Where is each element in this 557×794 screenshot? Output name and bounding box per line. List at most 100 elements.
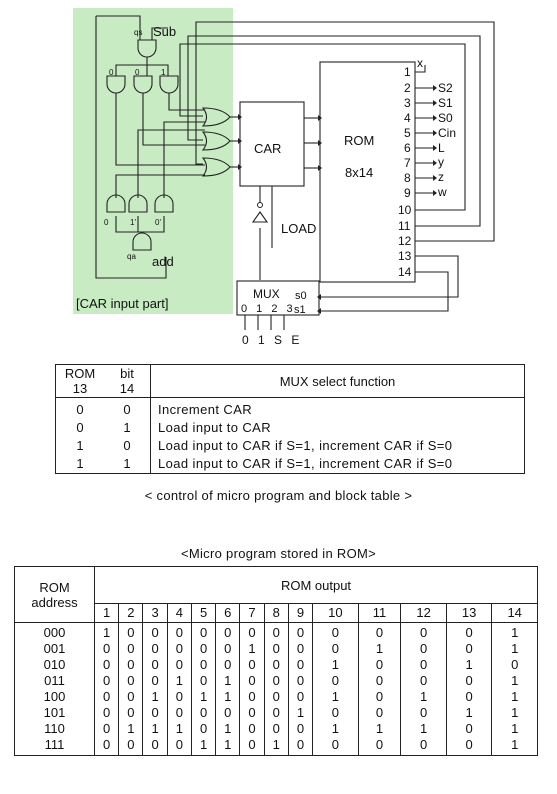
rom-bit-cell: 0 [118,657,144,673]
rom-bit-cell: 1 [357,641,402,657]
rom-out-s2: S2 [438,81,453,95]
rom-bit-cell: 0 [190,641,217,657]
rom-bit-cell: 0 [239,705,265,721]
rom-bit-cell: 0 [142,622,168,641]
rom-bit-cell: 1 [312,721,359,737]
rom-bit-cell: 1 [93,622,120,641]
rom-bit-cell: 1 [118,721,144,737]
rom-bit-header: 7 [239,603,265,623]
rom-bit-cell: 1 [287,705,314,721]
rom-bit-cell: 1 [400,689,447,705]
car-input-region [73,8,233,314]
rom-bit-cell: 0 [263,657,289,673]
or-gate-2 [201,131,231,151]
top-and-gate-1 [106,75,126,94]
rom-bit-cell: 0 [287,657,314,673]
car-rom-block-diagram [73,8,495,330]
rom-bit-cell: 0 [357,673,402,689]
rom-bit-cell: 1 [445,657,493,673]
rom-bit-cell: 0 [400,641,447,657]
rom-bit-cell: 0 [445,689,493,705]
rom-bit-cell: 0 [239,737,265,756]
rom-bit-cell: 0 [118,689,144,705]
rom-bit-cell: 0 [357,705,402,721]
rom-bit-cell: 1 [491,673,538,689]
rom-size-label: 8x14 [345,165,374,180]
rom-bit-cell: 0 [118,705,144,721]
rom-bit-cell: 0 [190,721,217,737]
rom-port-1: 1 [404,65,411,79]
rom-bit-cell: 0 [142,737,168,756]
rom-bit-cell: 0 [239,689,265,705]
rom-bit-cell: 1 [142,689,168,705]
rom-out-s1: S1 [438,96,453,110]
or-gate-1 [201,107,231,127]
rom-bit-cell: 0 [118,641,144,657]
rom-bit-cell: 1 [215,673,241,689]
rom-bit-cell: 0 [287,641,314,657]
rom-port-14: 14 [398,265,412,279]
rom-bit-cell: 0 [400,673,447,689]
mux-table-caption: < control of micro program and block tab… [144,488,413,503]
mux-input-numbers: 0 1 2 3 [241,303,296,315]
rom-address-cell: 000 [14,622,95,641]
rom-address-cell: 011 [14,673,95,689]
rom-bit-cell: 1 [491,721,538,737]
rom-bit-cell: 1 [357,721,402,737]
rom-bit-header: 5 [190,603,217,623]
rom-bit-cell: 0 [239,622,265,641]
mux-label: MUX [253,287,280,301]
rom-bit-cell: 0 [287,689,314,705]
rom-bit-cell: 1 [215,689,241,705]
rom-port-8: 8 [404,171,411,185]
rom-bit-cell: 1 [263,737,289,756]
bottom-gate-input-2: 1' [130,218,136,227]
rom-bit-cell: 0 [263,641,289,657]
rom-bit-cell: 0 [263,689,289,705]
car-label: CAR [254,141,282,156]
rom-bit-cell: 0 [263,721,289,737]
rom-bit-cell: 1 [239,641,265,657]
rom-bit-cell: 0 [312,641,359,657]
rom-bit-header: 12 [400,603,447,623]
rom-bit-cell: 0 [93,705,120,721]
rom-port-6: 6 [404,141,411,155]
rom-bit-cell: 1 [142,721,168,737]
rom-bit-cell: 0 [239,721,265,737]
rom-bit-cell: 1 [190,689,217,705]
rom-bit-cell: 0 [400,705,447,721]
bottom-and-gate-3 [154,194,174,213]
rom-bit-cell: 0 [263,622,289,641]
rom-bit-cell: 0 [215,705,241,721]
rom-bit-cell: 0 [287,737,314,756]
rom-port-12: 12 [398,234,412,248]
rom-bit-cell: 0 [190,657,217,673]
rom-bit-cell: 0 [287,673,314,689]
rom-bit-cell: 1 [215,721,241,737]
rom-bit-cell: 0 [190,705,217,721]
rom-port-9: 9 [404,186,411,200]
rom-output-header: ROM output [94,566,538,604]
rom-bit-cell: 0 [357,657,402,673]
sub-and-gate [137,39,157,58]
mux-input-names: 0 1 S E [242,333,303,347]
bottom-and-gate-1 [106,194,126,213]
sub-label: Sub [153,24,177,39]
rom-bit-cell: 1 [491,737,538,756]
qs-label: qs [134,28,143,37]
rom-bit-header: 3 [142,603,168,623]
rom-port-2: 2 [404,81,411,95]
rom-bit-cell: 1 [491,641,538,657]
rom-address-header: ROM address [14,566,95,623]
rom-bit-cell: 0 [166,689,192,705]
rom-bit-cell: 1 [312,657,359,673]
rom-bit-cell: 0 [312,673,359,689]
qa-label: qa [127,252,136,261]
rom-bit-cell: 0 [312,705,359,721]
